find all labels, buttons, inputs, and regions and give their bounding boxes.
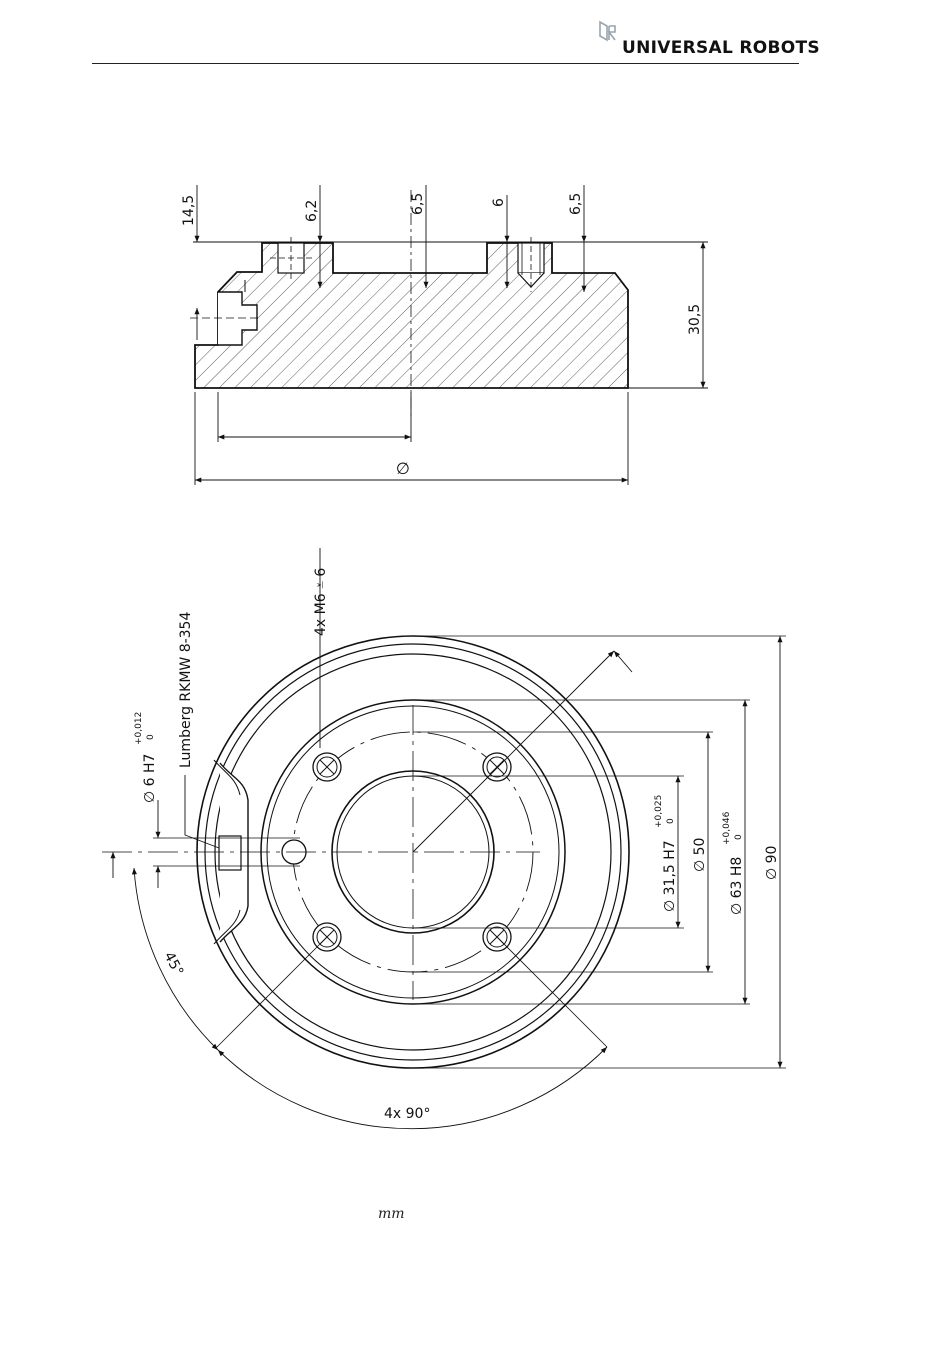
dim-angle-45: 45° xyxy=(160,949,186,978)
dim-outer: ∅ 90 xyxy=(764,846,780,880)
dim-14-5: 14,5 xyxy=(181,195,197,226)
dim-pin-hole: ∅ 6 H7 xyxy=(142,754,158,803)
dim-recess-tol-upper: +0,046 xyxy=(722,811,732,845)
dim-6-2: 6,2 xyxy=(304,200,320,222)
plan-view: 4x M6 ⩡ 6 Lumberg RKMW 8-354 ∅ 6 H7 +0,0… xyxy=(102,548,786,1129)
threaded-hole-tr xyxy=(483,753,511,781)
dim-bore-tol-upper: +0,025 xyxy=(654,795,664,828)
dim-pin-tol-lower: 0 xyxy=(146,734,156,740)
dim-6-5-right: 6,5 xyxy=(568,193,584,215)
units-label: mm xyxy=(378,1206,405,1222)
dim-6-5-center: 6,5 xyxy=(410,193,426,215)
threaded-hole-tl xyxy=(313,753,341,781)
dim-bolt-circle: ∅ 50 xyxy=(692,838,708,872)
side-section-view: 14,5 6,2 6,5 6 6,5 30,5 ∅ xyxy=(181,185,708,485)
dim-pin-tol-upper: +0,012 xyxy=(134,712,144,745)
dim-recess-tol-lower: 0 xyxy=(734,834,744,840)
label-lumberg-connector: Lumberg RKMW 8-354 xyxy=(178,612,194,768)
dim-angle-4x90: 4x 90° xyxy=(384,1106,430,1122)
dim-6: 6 xyxy=(491,198,507,207)
dim-bore-tol-lower: 0 xyxy=(666,818,676,824)
label-4x-m6: 4x M6 ⩡ 6 xyxy=(313,568,329,636)
dim-bore: ∅ 31,5 H7 xyxy=(662,840,678,912)
dim-recess: ∅ 63 H8 xyxy=(729,857,745,915)
dim-height-30-5: 30,5 xyxy=(687,304,703,335)
flange-section-outline xyxy=(195,243,628,388)
dim-diameter-symbol: ∅ xyxy=(396,459,410,478)
